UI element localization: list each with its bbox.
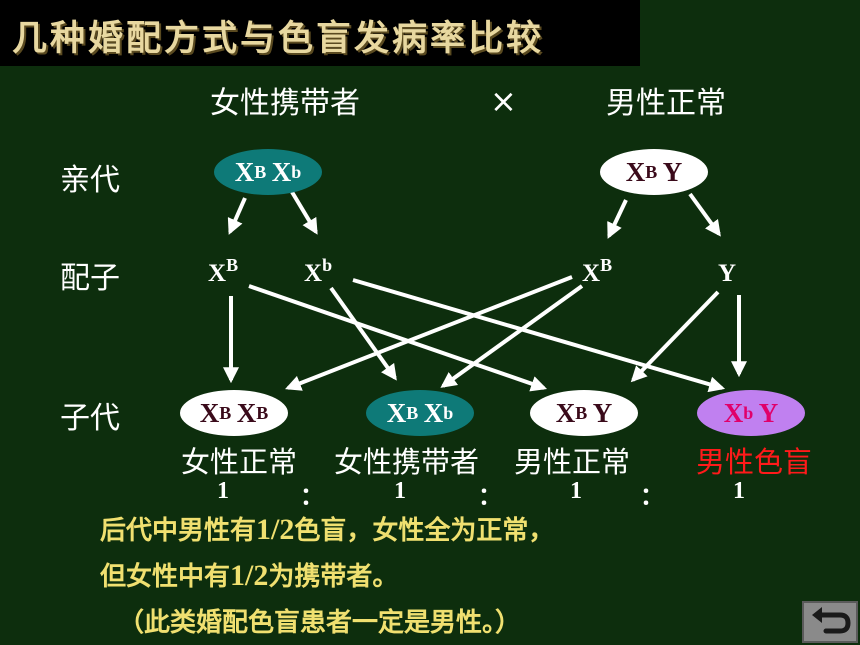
ratio-value-3: 1 [570,478,582,504]
conclusion-line-2: 但女性中有1/2为携带者。 [100,559,399,592]
ratio-value-1: 1 [217,478,229,504]
page-title: 几种婚配方式与色盲发病率比较 [12,18,545,59]
male-normal-header: 男性正常 [606,86,726,121]
gamete-xb-mother: Xb [304,255,333,287]
arrow-fxB-to-xBxb [440,284,584,388]
cross-symbol: × [490,82,517,120]
back-button[interactable] [802,601,858,643]
ratio-separator-3: ： [640,484,664,510]
gamete-y-father: Y [718,260,737,287]
return-arrow-icon [812,607,851,634]
conclusion-line-3: （此类婚配色盲患者一定是男性。） [118,608,522,638]
arrow-xb-to-xbY [352,278,726,393]
row-label-offspring: 子代 [60,401,120,436]
gamete-xB-father: XB [582,255,613,287]
title-bar [0,0,640,66]
row-label-gametes: 配子 [60,261,120,296]
ratio-separator-1: ： [300,484,324,510]
phenotype-male-colorblind: 男性色盲 [696,445,813,479]
phenotype-female-normal: 女性正常 [181,445,298,479]
arrow-xb-to-xBxb [329,286,397,381]
phenotype-female-carrier: 女性携带者 [334,445,480,479]
female-carrier-header: 女性携带者 [210,86,360,121]
arrow-y-to-xBY [630,290,720,383]
arrow-mother-to-gamete-xB [227,197,247,235]
gamete-xB-mother: XB [208,255,239,287]
ratio-separator-2: ： [478,484,502,510]
arrow-father-to-gamete-y [688,192,721,237]
conclusion-line-1: 后代中男性有1/2色盲，女性全为正常， [100,513,555,546]
arrow-xB-to-xBY [248,284,548,392]
arrow-mother-to-gamete-xb [290,190,318,235]
ratio-value-4: 1 [733,478,745,504]
phenotype-male-normal: 男性正常 [514,445,631,479]
row-label-parents: 亲代 [60,163,120,198]
ratio-value-2: 1 [394,478,406,504]
arrow-fxB-to-xBxB [285,275,573,391]
arrow-father-to-gamete-xB [607,199,628,239]
